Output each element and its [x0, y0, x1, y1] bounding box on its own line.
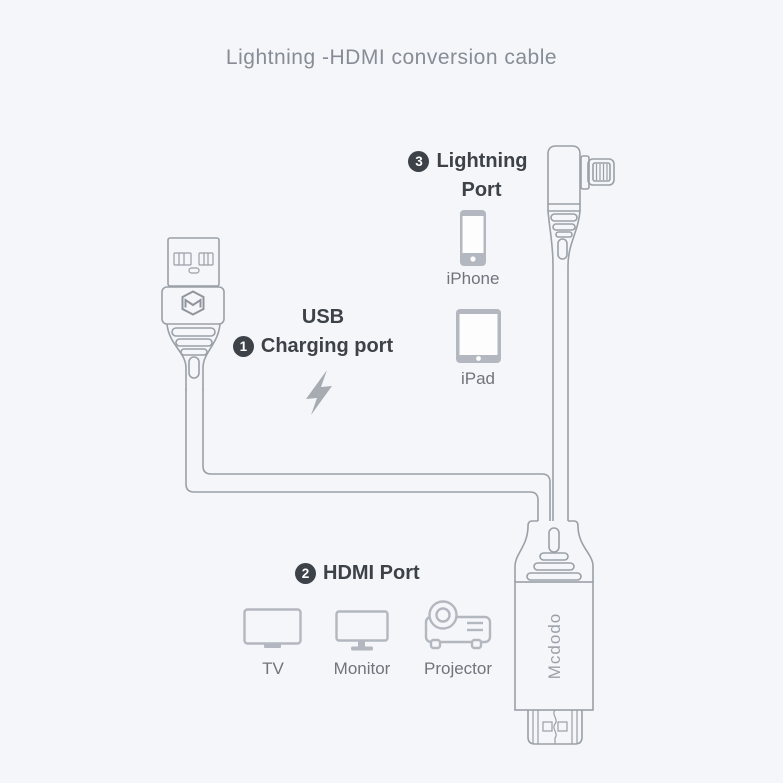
- usb-connector-drawing: [161, 237, 225, 390]
- callout-1-line1: USB: [301, 306, 345, 328]
- ipad-label: iPad: [460, 369, 496, 388]
- tv-icon: [243, 608, 302, 648]
- callout-hdmi-port: 2 HDMI Port: [295, 559, 445, 588]
- projector-label: Projector: [423, 659, 493, 678]
- projector-icon: [424, 600, 492, 650]
- monitor-icon: [335, 610, 389, 651]
- ipad-icon: [456, 309, 501, 363]
- callout-usb-charging-port: USB 1 Charging port: [228, 303, 398, 361]
- callout-1-line2: Charging port: [260, 335, 394, 357]
- mcdodo-hexagon-logo-icon: [181, 290, 205, 316]
- callout-2-label: HDMI Port: [323, 562, 420, 584]
- callout-3-line2: Port: [461, 179, 502, 201]
- brand-text: Mcdodo: [545, 613, 564, 679]
- lightning-connector-drawing: [547, 145, 615, 267]
- hdmi-connector-drawing: Mcdodo: [514, 520, 594, 745]
- callout-lightning-port: 3 Lightning Port: [398, 147, 538, 205]
- callout-3-badge: 3: [408, 151, 430, 172]
- callout-3-line1: Lightning: [436, 150, 528, 172]
- tv-label: TV: [262, 659, 284, 678]
- callout-2-badge: 2: [295, 563, 316, 584]
- iphone-label: iPhone: [446, 269, 500, 288]
- callout-1-badge: 1: [232, 336, 254, 357]
- usb-cable-path: [185, 389, 551, 521]
- page-title: Lightning -HDMI conversion cable: [225, 46, 558, 69]
- monitor-label: Monitor: [333, 659, 391, 678]
- iphone-icon: [460, 210, 486, 266]
- lightning-bolt-icon: [306, 370, 332, 415]
- lightning-cable-path: [552, 266, 569, 521]
